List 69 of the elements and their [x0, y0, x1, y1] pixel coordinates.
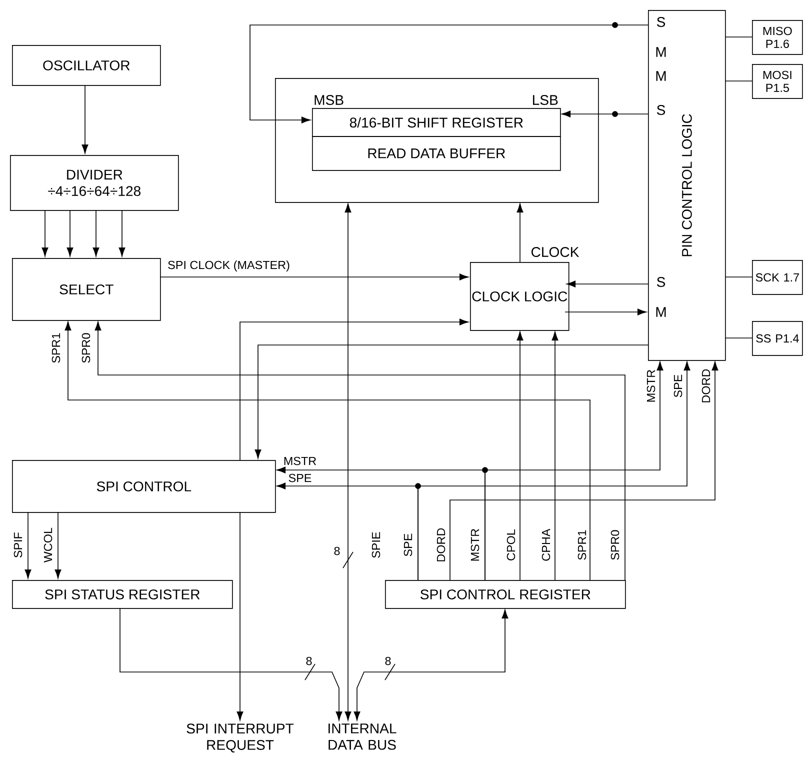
pin-letter: M — [656, 307, 666, 317]
connector — [92, 210, 100, 257]
oscillator-box: OSCILLATOR — [12, 45, 161, 86]
bus-width-label: 8 — [306, 656, 312, 666]
connector — [566, 280, 648, 288]
connector — [250, 24, 648, 124]
connector — [344, 203, 352, 721]
connector — [552, 331, 558, 580]
signal-label: SPE — [674, 374, 682, 398]
connector — [236, 512, 244, 721]
buffer-box: READ DATA BUFFER — [312, 136, 561, 171]
connector — [724, 80, 752, 82]
connector — [240, 318, 469, 460]
signal-label: SPIF — [14, 532, 22, 558]
connector — [724, 276, 752, 278]
select-box: SELECT — [12, 258, 161, 321]
connector — [120, 608, 342, 721]
connector — [54, 512, 62, 579]
connector — [418, 361, 690, 580]
pin-letter: M — [656, 47, 666, 57]
pin-box: MISO P1.6 — [752, 20, 803, 55]
connector — [66, 210, 74, 257]
signal-label: WCOL — [44, 528, 52, 563]
connector — [724, 36, 752, 38]
connector — [561, 110, 648, 118]
connector — [160, 274, 469, 280]
signal-label: CLOCK — [532, 247, 580, 257]
signal-label: CPOL — [506, 529, 516, 560]
bus-label: INTERNAL DATA BUS — [328, 724, 396, 750]
connector — [118, 210, 126, 257]
signal-label: MSTR — [470, 528, 480, 561]
bus-width-label: 8 — [385, 656, 391, 666]
connector — [82, 84, 88, 154]
register-box: SPI CONTROL REGISTER — [385, 580, 626, 609]
logic-box: CLOCK LOGIC — [470, 262, 570, 331]
pin-letter: M — [656, 71, 666, 81]
signal-label: SPR1 — [52, 333, 60, 363]
signal-label: SPR0 — [82, 333, 90, 363]
pin-box: SS P1.4 — [752, 321, 803, 356]
signal-label: SPIE — [372, 532, 380, 558]
connector — [254, 344, 648, 459]
signal-label: MSTR — [646, 370, 656, 402]
signal-label: SPR0 — [610, 530, 620, 560]
signal-label: SPE — [404, 534, 412, 556]
connector — [450, 361, 718, 580]
pin-letter: S — [656, 277, 666, 287]
register-box: SPI STATUS REGISTER — [12, 580, 233, 609]
connector — [484, 361, 664, 580]
signal-label: DORD — [436, 528, 446, 562]
pin-letter: S — [656, 105, 666, 115]
connector — [516, 331, 524, 580]
connector — [516, 203, 524, 262]
edge-label: SPI CLOCK (MASTER) — [166, 259, 292, 273]
bus-width-label: 8 — [334, 546, 340, 556]
signal-label: CPHA — [542, 528, 550, 561]
signal-label: SPR1 — [578, 530, 586, 560]
signal-label: MSTR — [284, 456, 316, 466]
connector — [42, 210, 48, 257]
connector — [24, 512, 32, 579]
signal-label: SPE — [288, 474, 312, 482]
pin-letter: S — [656, 17, 666, 27]
pin-box: MOSI P1.5 — [752, 64, 803, 99]
output-label: SPI INTERRUPT REQUEST — [186, 724, 294, 752]
connector — [564, 308, 647, 316]
connector — [354, 610, 508, 721]
pin-box: SCK 1.7 — [752, 260, 803, 295]
control-box: SPI CONTROL — [12, 460, 276, 513]
register-box: 8/16-BIT SHIFT REGISTER — [312, 108, 561, 137]
signal-label: DORD — [702, 369, 710, 402]
